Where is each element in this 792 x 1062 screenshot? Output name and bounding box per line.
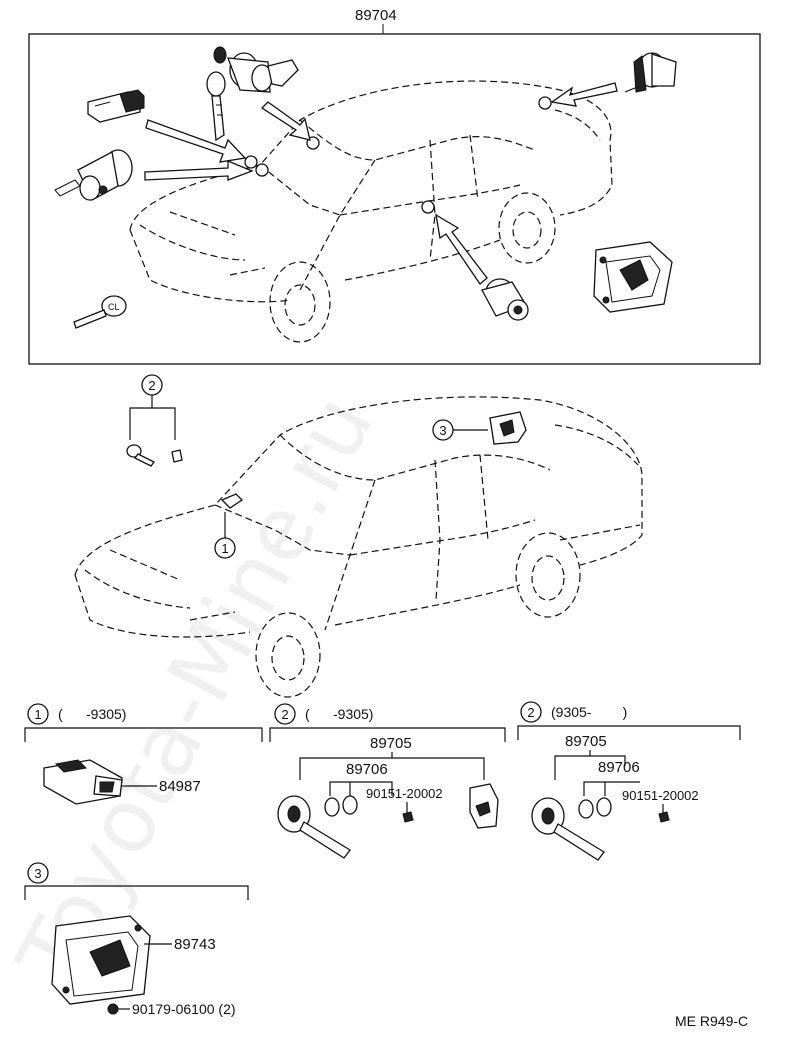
section-2a-part-3: 90151-20002 xyxy=(366,786,443,801)
key-icon-top xyxy=(206,71,226,142)
door-lock-switch-icon xyxy=(87,89,145,123)
car-outline-top xyxy=(129,80,613,343)
watermark: Toyota-Mine.ru xyxy=(0,378,393,1000)
section-3-part-1: 89743 xyxy=(174,936,216,953)
section-2b-part-1: 89705 xyxy=(565,733,607,750)
section-2b-part-3: 90151-20002 xyxy=(622,788,699,803)
amplifier-location-icon xyxy=(489,411,527,445)
ignition-lock-cylinder-icon xyxy=(54,149,133,201)
car-outline-middle xyxy=(74,396,643,698)
callout-1: 1 xyxy=(214,537,236,559)
section-3: 3 89743 90179-06100 (2) xyxy=(24,862,249,1017)
o-ring-icon xyxy=(324,797,340,817)
section-1: 1 ( -9305) 84987 xyxy=(24,703,263,805)
top-part-number: 89704 xyxy=(355,7,397,24)
callout-1-label: 1 xyxy=(221,541,228,556)
door-lock-cylinder-icon xyxy=(213,46,299,93)
key-icon xyxy=(277,795,351,859)
bolt-icon xyxy=(107,1003,130,1015)
section-2b-number: 2 xyxy=(527,705,534,720)
callout-3: 3 xyxy=(432,419,454,441)
o-ring-icon xyxy=(342,795,358,815)
o-ring-icon xyxy=(578,799,594,819)
door-lock-cylinder-2-icon xyxy=(481,278,529,321)
section-3-number: 3 xyxy=(34,866,41,881)
svg-text:CL: CL xyxy=(108,302,120,312)
section-2-early: 2 ( -9305) 89705 89706 90151-20002 xyxy=(269,703,506,859)
pointer-arrows xyxy=(144,82,618,285)
callout-2-label: 2 xyxy=(148,378,155,393)
section-2b-range: (9305- ) xyxy=(551,704,627,720)
o-ring-icon xyxy=(596,797,612,817)
overview-frame xyxy=(28,33,761,365)
section-2a-range: ( -9305) xyxy=(305,706,373,722)
section-2a-part-2: 89706 xyxy=(346,761,388,778)
trunk-lock-cylinder-icon xyxy=(624,52,677,93)
key-icon xyxy=(531,797,605,861)
amplifier-unit-icon xyxy=(593,241,673,313)
section-1-number: 1 xyxy=(34,707,41,722)
key-set-icon-middle xyxy=(126,444,183,467)
callout-2: 2 xyxy=(141,374,163,396)
section-2b-part-2: 89706 xyxy=(598,759,640,776)
switch-location-icon xyxy=(220,493,244,540)
screw-icon xyxy=(402,811,414,823)
transponder-chip-icon xyxy=(469,783,499,829)
section-2a-number: 2 xyxy=(281,707,288,722)
section-1-part: 84987 xyxy=(159,778,201,795)
section-2a-part-1: 89705 xyxy=(370,735,412,752)
section-1-range: ( -9305) xyxy=(58,706,126,722)
transponder-key-icon: CL xyxy=(73,295,127,329)
screw-icon xyxy=(658,811,670,823)
callout-3-label: 3 xyxy=(439,423,446,438)
section-2-late: 2 (9305- ) 89705 89706 90151-20002 xyxy=(517,701,741,861)
amplifier-unit-icon xyxy=(51,915,151,1005)
door-lock-switch-icon xyxy=(43,759,123,805)
diagram-code: ME R949-C xyxy=(675,1013,748,1029)
section-3-part-2: 90179-06100 (2) xyxy=(132,1001,236,1017)
